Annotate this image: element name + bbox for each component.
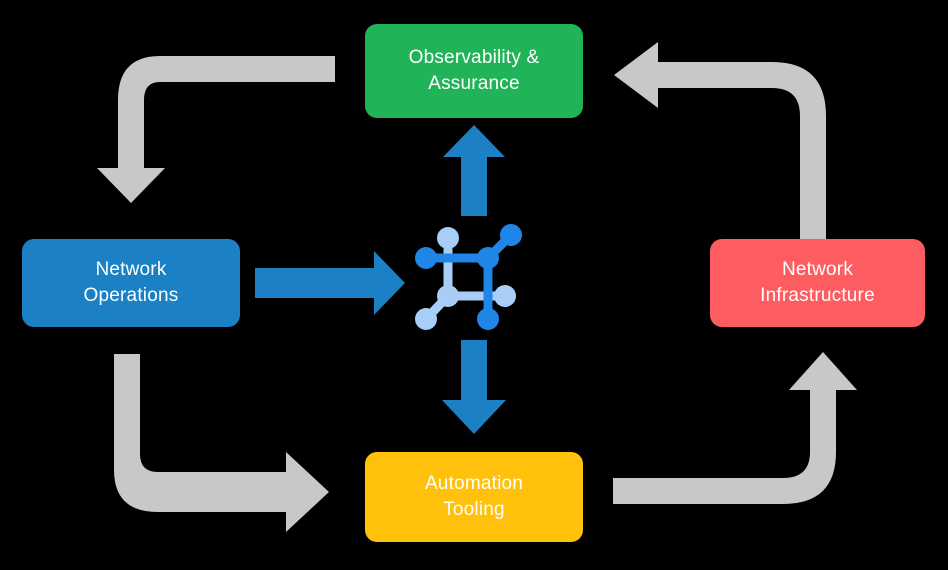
hub-node-top-left-light (437, 227, 459, 249)
gray-arrow-automation-to-infrastructure (613, 352, 857, 504)
hub-node-left-primary (415, 247, 437, 269)
network-topology-icon (415, 224, 522, 330)
node-network-infrastructure[interactable]: Network Infrastructure (710, 239, 925, 327)
hub-node-center-primary (477, 247, 499, 269)
blue-arrow-hub-to-observability (443, 125, 505, 216)
node-observability-assurance-label: Observability & Assurance (408, 47, 540, 94)
node-automation-tooling-label: Automation Tooling (424, 473, 524, 520)
hub-node-center-left-light (437, 285, 459, 307)
node-observability-assurance[interactable]: Observability & Assurance (365, 24, 583, 118)
node-network-operations[interactable]: Network Operations (22, 239, 240, 327)
node-automation-tooling[interactable]: Automation Tooling (365, 452, 583, 542)
hub-node-top-right-primary (500, 224, 522, 246)
node-network-infrastructure-label: Network Infrastructure (760, 259, 875, 306)
blue-arrow-hub-to-automation (442, 340, 506, 434)
gray-arrow-operations-to-automation (114, 354, 329, 532)
hub-node-right-light (494, 285, 516, 307)
gray-arrow-infrastructure-to-observability (614, 42, 826, 240)
hub-node-bottom-primary (477, 308, 499, 330)
node-network-operations-label: Network Operations (83, 259, 179, 306)
blue-arrow-operations-to-hub (255, 251, 405, 315)
gray-arrow-observability-to-operations (97, 56, 335, 203)
hub-node-bottom-left-light (415, 308, 437, 330)
